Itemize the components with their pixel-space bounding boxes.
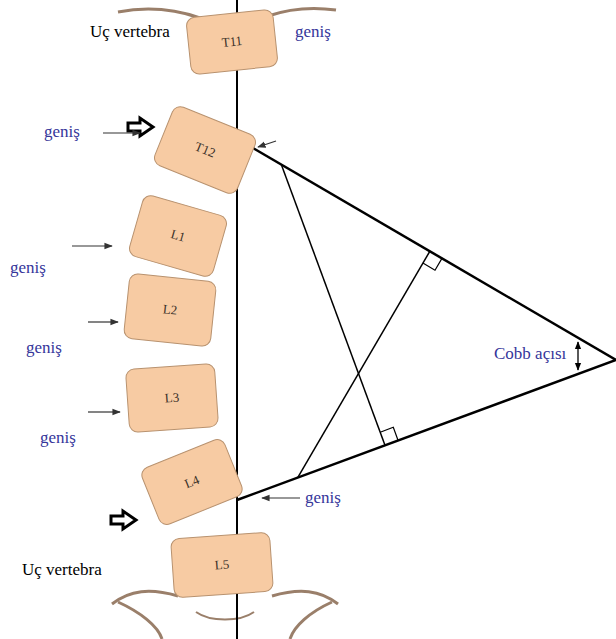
vertebra-label: T12 — [192, 139, 217, 162]
endplate-line — [237, 360, 616, 500]
pointer-arrow — [262, 497, 300, 498]
sacrum — [196, 612, 254, 620]
annotation-label: geniş — [44, 122, 80, 142]
vertebra-label: L1 — [169, 226, 187, 245]
annotation-label: geniş — [10, 258, 46, 278]
pointer-arrow — [72, 245, 112, 246]
vertebra-label: L3 — [164, 390, 180, 407]
pelvis — [118, 602, 162, 639]
vertebra-body: L1 — [127, 193, 229, 279]
annotation-label: geniş — [26, 338, 62, 358]
vertebra-body: L3 — [125, 363, 219, 433]
angle-arrow — [577, 342, 578, 370]
annotation-label: Cobb açısı — [494, 344, 566, 364]
endplate-line — [253, 148, 616, 360]
pointer-arrow — [88, 411, 120, 412]
end-vertebra-label: Uç vertebra — [90, 22, 170, 42]
annotation-label: geniş — [295, 22, 331, 42]
vertebra-label: T11 — [221, 33, 243, 51]
vertebra-label: L4 — [182, 472, 201, 492]
perpendicular-line — [281, 165, 385, 446]
vertebra-body: L2 — [123, 273, 217, 348]
right-angle-mark — [380, 427, 398, 440]
pelvis — [290, 602, 332, 639]
end-vertebra-label: Uç vertebra — [22, 560, 102, 580]
pelvis — [272, 591, 338, 604]
vertebra-body: T12 — [151, 103, 258, 196]
vertebra-label: L5 — [214, 557, 230, 574]
annotation-label: geniş — [40, 428, 76, 448]
pointer-arrow — [88, 321, 118, 322]
vertebra-label: L2 — [162, 301, 178, 318]
perpendicular-line — [298, 251, 430, 478]
annotation-label: geniş — [305, 488, 341, 508]
pointer-arrow — [103, 132, 140, 133]
vertebra-body: T11 — [185, 9, 279, 76]
block-arrow — [111, 511, 136, 529]
rib — [118, 9, 200, 18]
pelvis — [112, 591, 178, 604]
vertebra-body: L5 — [170, 532, 274, 599]
vertebra-body: L4 — [139, 436, 246, 527]
pointer-arrow — [258, 141, 276, 147]
rib — [268, 8, 336, 16]
right-angle-mark — [423, 258, 442, 270]
